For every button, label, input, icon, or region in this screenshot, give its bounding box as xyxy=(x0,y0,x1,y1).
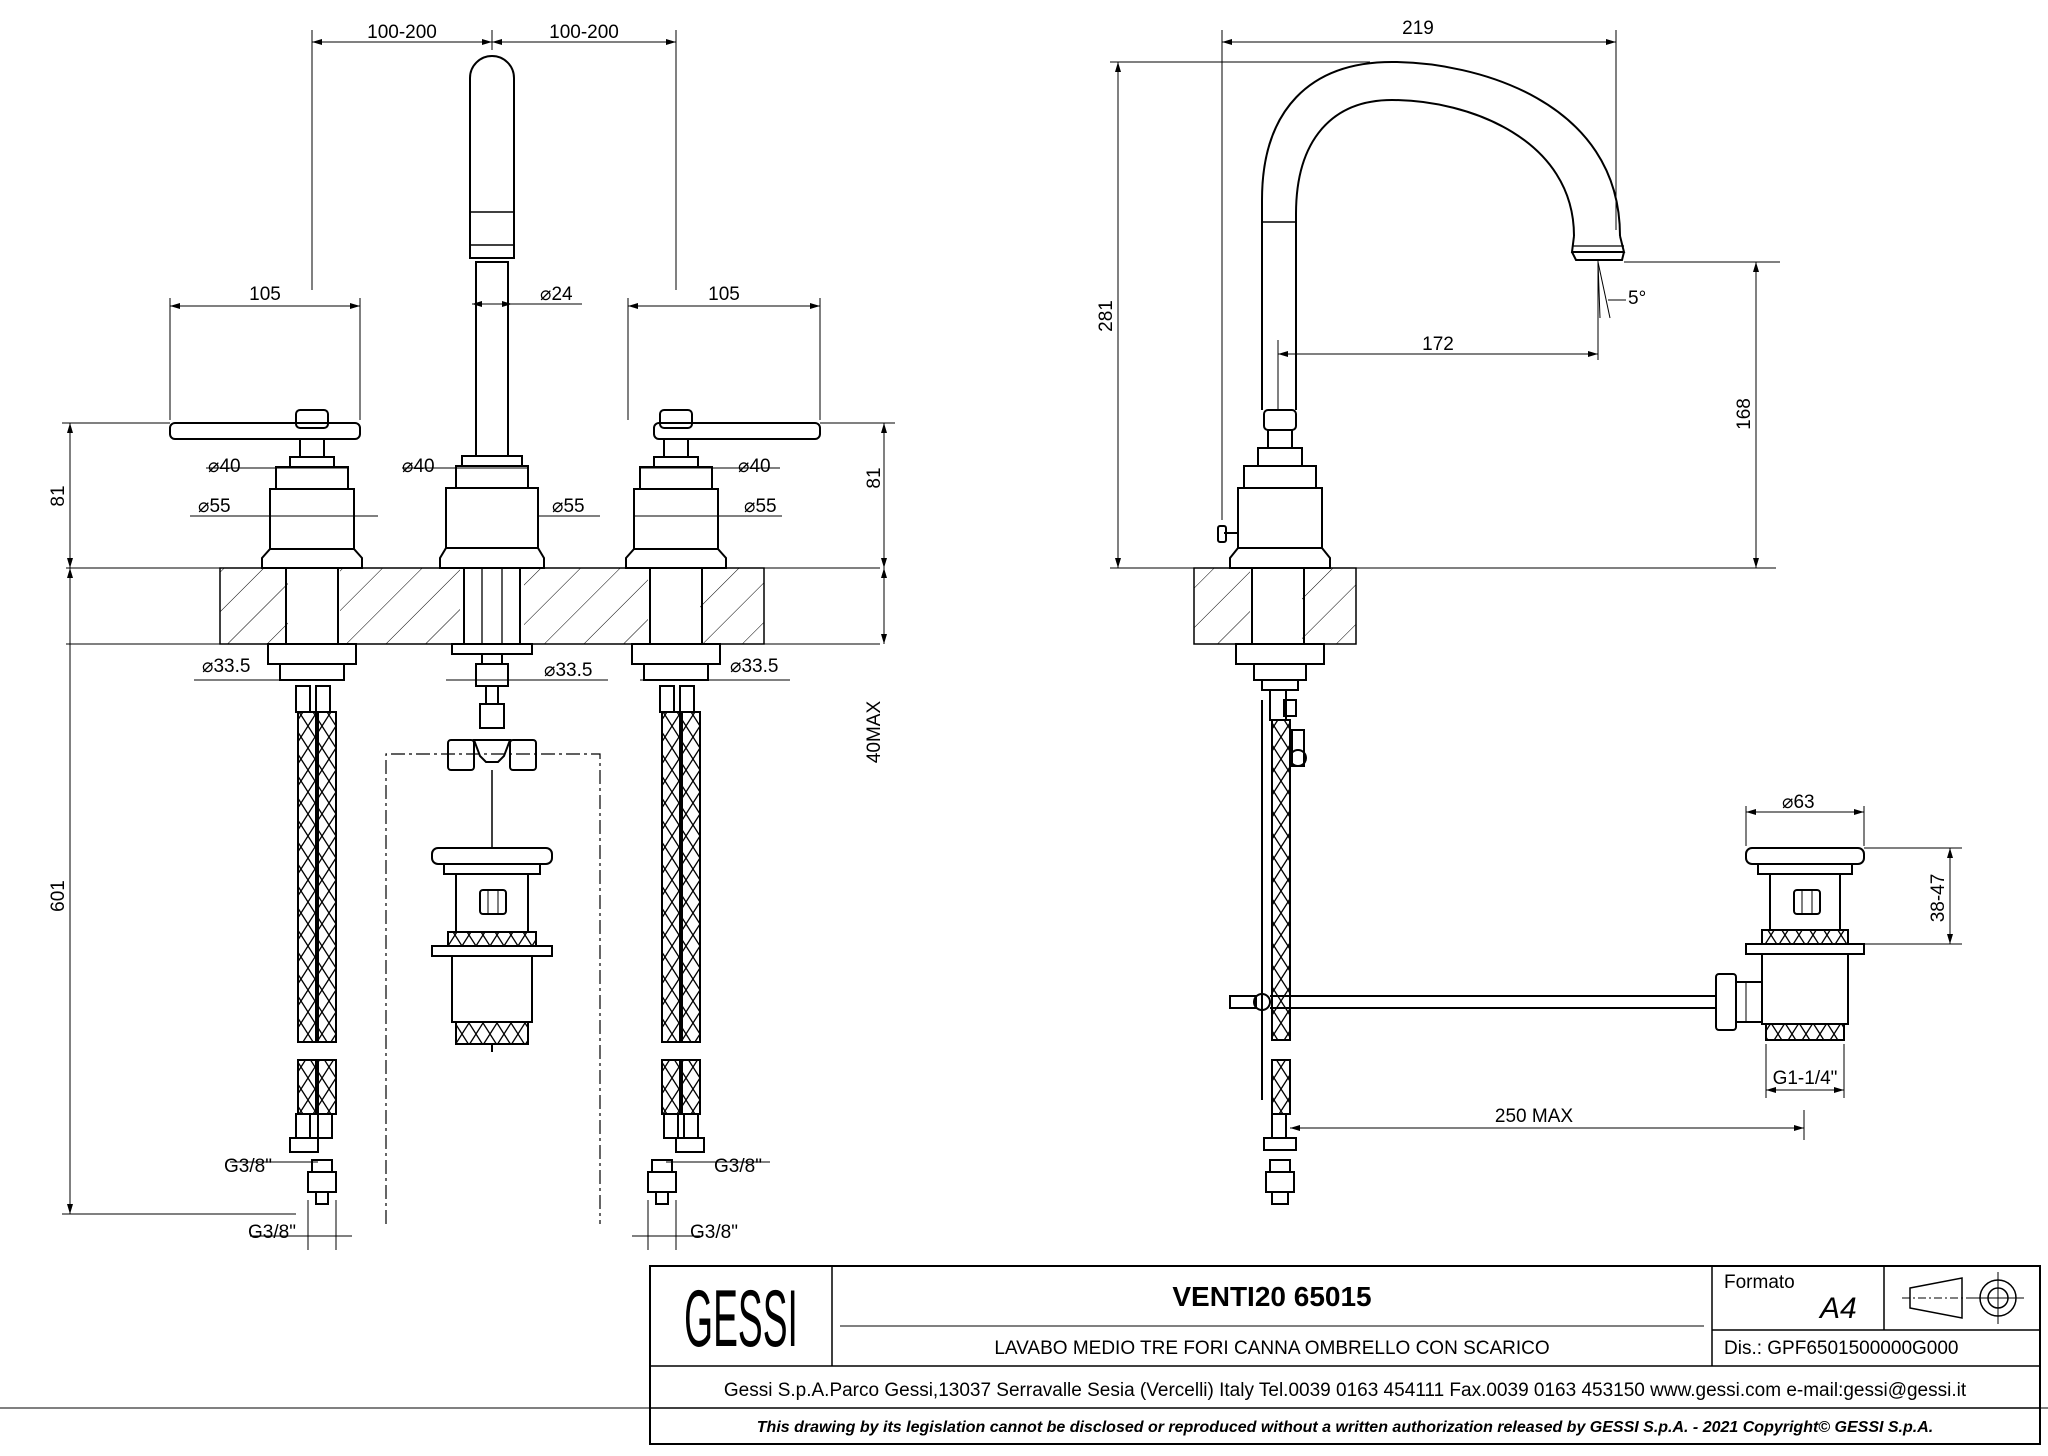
thread-right-upper: G3/8" xyxy=(714,1156,762,1177)
thread-left-lower: G3/8" xyxy=(248,1222,296,1243)
model-description: LAVABO MEDIO TRE FORI CANNA OMBRELLO CON… xyxy=(994,1338,1549,1359)
side-body xyxy=(1217,409,1331,691)
front-view xyxy=(66,55,880,1224)
dim-hose-length: 601 xyxy=(48,880,69,912)
right-handle-assembly xyxy=(625,409,821,681)
dim-waste-diameter: ⌀63 xyxy=(1782,792,1815,813)
legal-notice: This drawing by its legislation cannot b… xyxy=(757,1419,1933,1436)
dim-dia40-left: ⌀40 xyxy=(208,456,241,477)
dim-dia40-center: ⌀40 xyxy=(402,456,435,477)
format-value: A4 xyxy=(1818,1292,1857,1325)
dim-outlet-height: 168 xyxy=(1734,398,1755,430)
side-waste xyxy=(1715,847,1865,1041)
dim-reach: 219 xyxy=(1402,18,1434,39)
title-block xyxy=(0,1265,2048,1445)
dim-dia55-right: ⌀55 xyxy=(744,496,777,517)
side-view-labels: 219 281 172 168 5° ⌀63 38-47 G1-1/4" 250… xyxy=(1096,18,1949,1127)
dim-handle-left: 105 xyxy=(249,284,281,305)
thread-right-lower: G3/8" xyxy=(690,1222,738,1243)
dim-angle: 5° xyxy=(1628,288,1646,309)
front-view-dimensions xyxy=(62,30,895,1250)
model-title: VENTI20 65015 xyxy=(1172,1281,1371,1312)
left-hoses xyxy=(289,685,337,1205)
dim-spacing-left: 100-200 xyxy=(367,22,437,43)
dim-height-81-right: 81 xyxy=(864,467,885,488)
dim-waste-thread: G1-1/4" xyxy=(1773,1068,1838,1089)
dim-height-81-left: 81 xyxy=(48,485,69,506)
dim-spout-outlet-reach: 172 xyxy=(1422,334,1454,355)
brand-logo: GESSI xyxy=(684,1274,798,1364)
dim-dia40-right: ⌀40 xyxy=(738,456,771,477)
dim-rod-length: 250 MAX xyxy=(1495,1106,1573,1127)
format-label: Formato xyxy=(1724,1272,1795,1293)
thread-left-upper: G3/8" xyxy=(224,1156,272,1177)
countertop-section xyxy=(66,567,880,645)
dim-dia335-left: ⌀33.5 xyxy=(202,656,250,677)
dim-dia55-center: ⌀55 xyxy=(552,496,585,517)
dim-spout-diameter: ⌀24 xyxy=(540,284,573,305)
gooseneck-spout xyxy=(1261,60,1626,410)
left-handle-assembly xyxy=(169,409,363,681)
company-info: Gessi S.p.A.Parco Gessi,13037 Serravalle… xyxy=(724,1380,1967,1401)
dim-dia335-center: ⌀33.5 xyxy=(544,660,592,681)
dim-waste-height: 38-47 xyxy=(1928,874,1949,923)
side-view xyxy=(1193,60,1865,1205)
right-hoses xyxy=(647,685,705,1205)
dim-spacing-right: 100-200 xyxy=(549,22,619,43)
center-spout xyxy=(439,55,545,848)
drawing-number: Dis.: GPF6501500000G000 xyxy=(1724,1338,1959,1359)
dim-dia55-left: ⌀55 xyxy=(198,496,231,517)
center-waste xyxy=(431,847,553,1052)
first-angle-projection-icon xyxy=(1902,1272,2024,1324)
dim-max-thickness: 40MAX xyxy=(864,701,885,764)
side-countertop-section xyxy=(1193,567,1776,645)
dim-handle-right: 105 xyxy=(708,284,740,305)
side-view-dimensions xyxy=(1110,30,1962,1140)
side-hoses xyxy=(1229,689,1716,1205)
front-view-labels: 100-200 100-200 105 105 ⌀24 ⌀40 ⌀40 ⌀40 … xyxy=(48,22,885,1243)
title-block-content: GESSI VENTI20 65015 LAVABO MEDIO TRE FOR… xyxy=(684,1272,2024,1436)
dim-total-height: 281 xyxy=(1096,300,1117,332)
dim-dia335-right: ⌀33.5 xyxy=(730,656,778,677)
pop-up-link-outline xyxy=(385,753,601,1224)
